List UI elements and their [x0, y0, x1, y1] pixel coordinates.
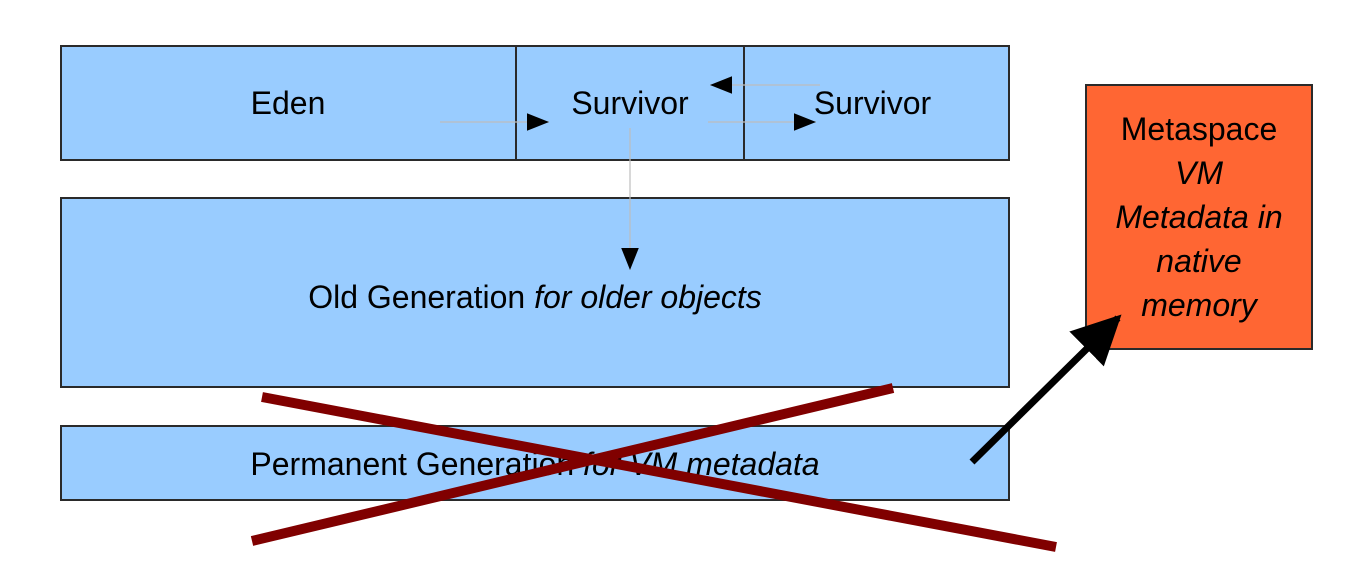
- eden-label: Eden: [250, 84, 326, 121]
- permanent-generation-text: Permanent Generation: [250, 445, 575, 482]
- eden-survivor-divider: [515, 45, 517, 161]
- survivor-1-label: Survivor: [571, 84, 689, 121]
- survivor-2-label: Survivor: [813, 84, 932, 121]
- old-generation-text: Old Generation: [308, 279, 526, 315]
- metaspace-line-4: memory: [1141, 287, 1257, 323]
- survivor-region-2: Survivor: [745, 45, 1010, 161]
- metaspace-title: Metaspace: [1120, 111, 1278, 147]
- metaspace-line-2: Metadata in: [1115, 199, 1283, 235]
- metaspace-line-3: native: [1156, 243, 1242, 279]
- old-generation-italic-text: for older objects: [534, 279, 762, 315]
- young-generation-row: [60, 45, 1010, 161]
- old-generation-label: Old Generation for older objects: [308, 269, 762, 316]
- metaspace-line-1: VM: [1175, 155, 1223, 191]
- permanent-generation-region: Permanent Generation for VM metadata: [60, 425, 1010, 501]
- permanent-generation-label: Permanent Generation for VM metadata: [250, 444, 819, 483]
- old-generation-region: Old Generation for older objects: [60, 197, 1010, 388]
- metaspace-region: Metaspace VM Metadata in native memory: [1085, 84, 1313, 350]
- permanent-generation-italic-text: for VM metadata: [583, 445, 820, 482]
- eden-region: Eden: [60, 45, 516, 161]
- survivor-survivor-divider: [743, 45, 745, 161]
- survivor-region-1: Survivor: [516, 45, 744, 161]
